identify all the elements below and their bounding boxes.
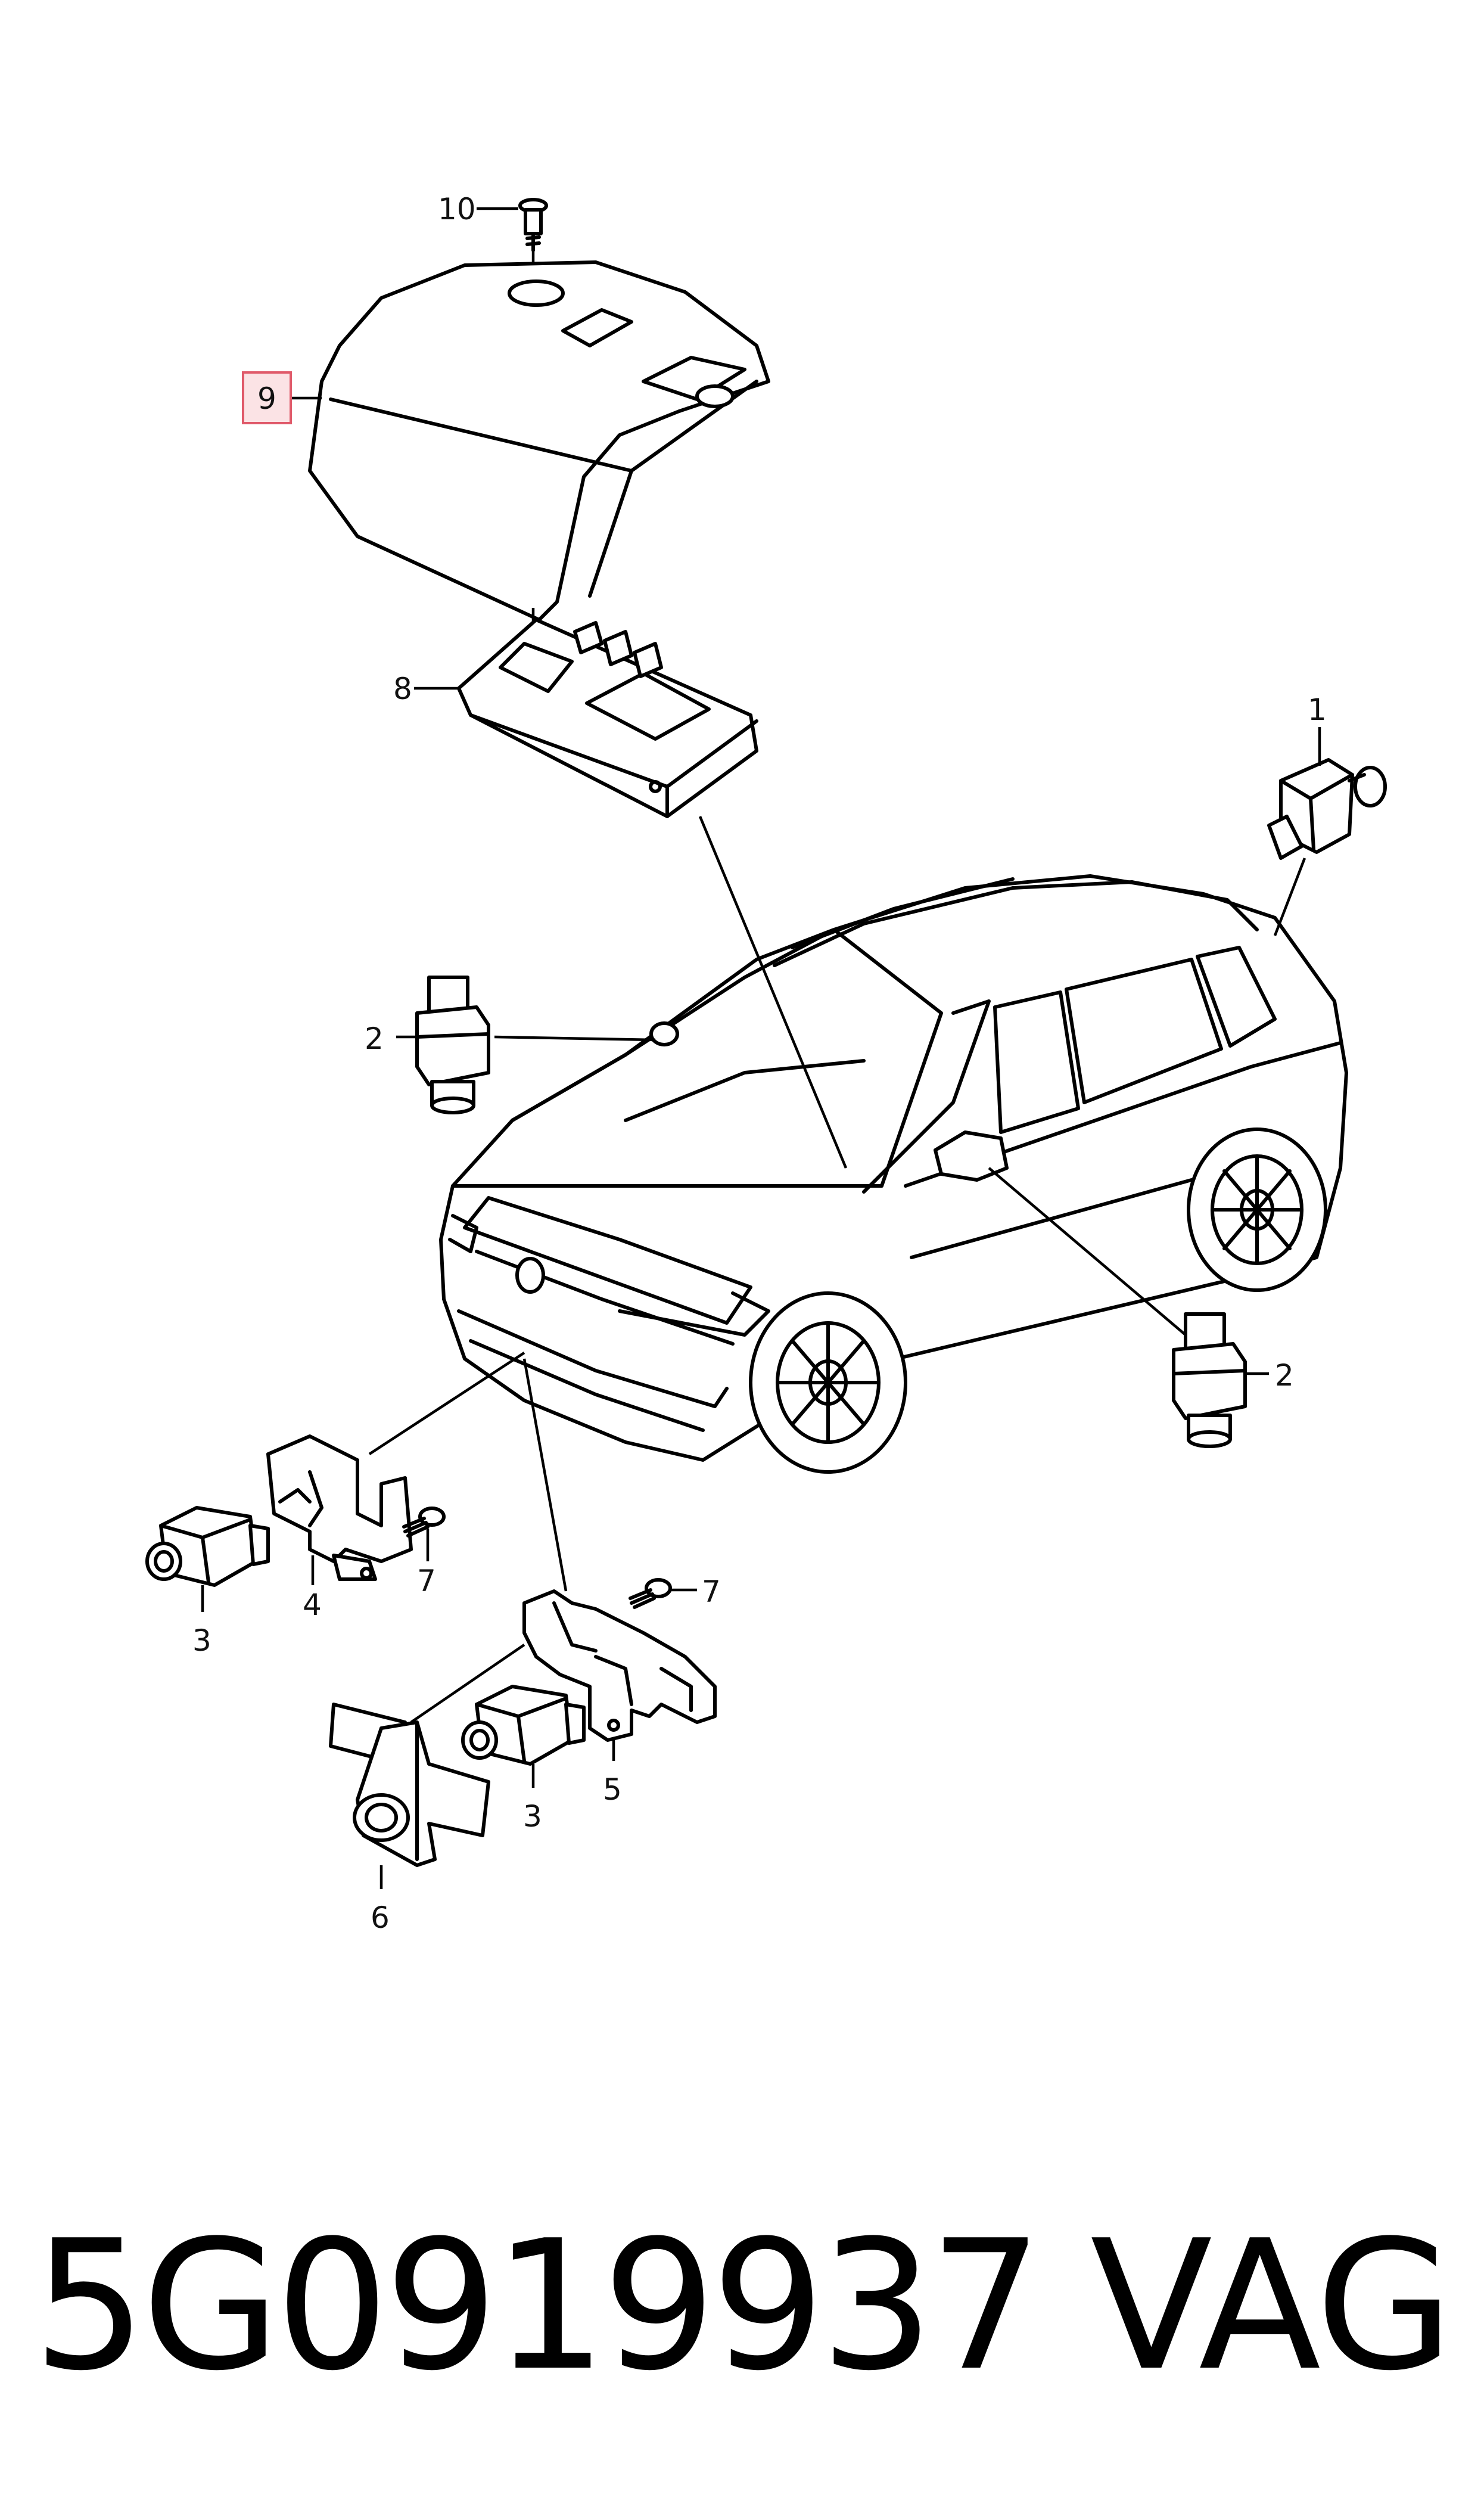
leader-sensor2left-to-vehicle	[494, 1035, 656, 1042]
sensor-part-2-right	[1172, 1312, 1247, 1448]
bracket-part-5	[522, 1589, 717, 1742]
screw-part-10	[518, 198, 548, 252]
control-module-part-8	[457, 618, 758, 818]
holder-part-6	[329, 1703, 490, 1867]
part-number-caption: 5G0919937	[33, 2202, 1043, 2410]
leader-bracket5-to-vehicle	[522, 1358, 568, 1592]
callout-9-highlight	[242, 371, 292, 424]
screw-part-7-left	[402, 1507, 446, 1538]
leader-sensor1-to-vehicle	[1273, 858, 1306, 936]
leader-module-to-vehicle	[698, 816, 848, 1169]
callout-9[interactable]: 9	[257, 381, 276, 416]
callout-8[interactable]: 8	[393, 672, 412, 706]
callout-4[interactable]: 4	[303, 1588, 322, 1622]
callout-7-left[interactable]: 7	[417, 1564, 436, 1598]
brand-caption: VAG	[1090, 2202, 1454, 2410]
leader-holder-to-bracket	[410, 1644, 525, 1723]
callout-2-left[interactable]: 2	[365, 1021, 384, 1056]
callout-3-left[interactable]: 3	[192, 1623, 211, 1658]
parking-sensor-part-3-left	[145, 1506, 270, 1587]
screw-part-7-right	[629, 1578, 672, 1609]
callout-6[interactable]: 6	[371, 1900, 390, 1935]
parking-sensor-part-3-right	[461, 1685, 586, 1766]
callout-5[interactable]: 5	[603, 1772, 622, 1807]
callout-10[interactable]: 10	[438, 192, 476, 226]
sensor-part-1	[1267, 758, 1387, 860]
cover-part-9	[308, 260, 770, 622]
callout-1[interactable]: 1	[1308, 692, 1327, 727]
leader-sensor2right-to-vehicle	[988, 1167, 1187, 1336]
bracket-part-4	[266, 1434, 413, 1581]
sensor-part-2-left	[415, 976, 490, 1114]
callout-2-right[interactable]: 2	[1275, 1358, 1294, 1393]
vehicle-suv	[439, 874, 1348, 1474]
callout-7-right[interactable]: 7	[702, 1574, 721, 1609]
leader-bracket4-to-vehicle	[368, 1352, 525, 1455]
callout-3-right[interactable]: 3	[523, 1799, 542, 1834]
